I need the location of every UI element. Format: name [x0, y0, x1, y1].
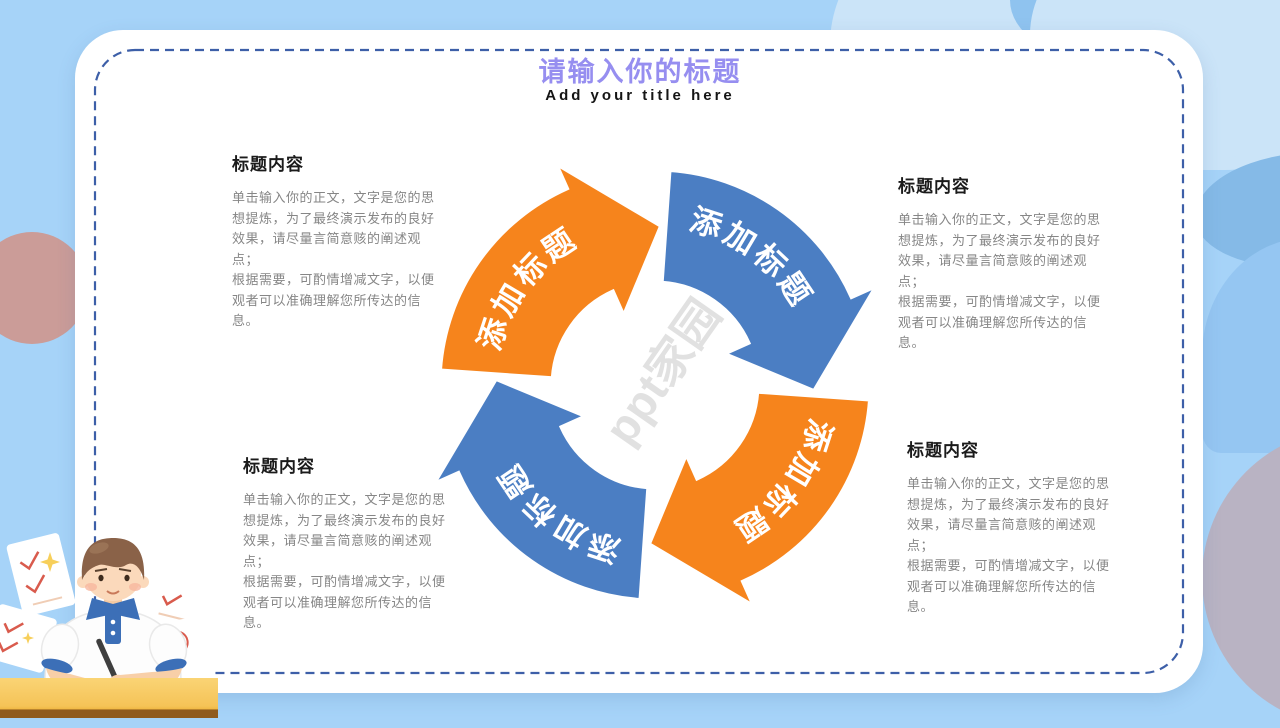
content-block-top-right: 标题内容 单击输入你的正文，文字是您的思 想提炼，为了最终演示发布的良好 效果，… — [898, 172, 1113, 354]
block-body: 单击输入你的正文，文字是您的思 想提炼，为了最终演示发布的良好 效果，请尽量言简… — [898, 212, 1101, 350]
pink-circle-decor — [0, 232, 88, 344]
desk — [0, 678, 218, 718]
sparkle-icon — [22, 632, 34, 644]
block-heading: 标题内容 — [232, 155, 304, 174]
block-body: 单击输入你的正文，文字是您的思 想提炼，为了最终演示发布的良好 效果，请尽量言简… — [907, 476, 1110, 614]
block-heading: 标题内容 — [243, 457, 315, 476]
block-heading: 标题内容 — [907, 441, 979, 460]
paper-icon — [0, 604, 57, 673]
slide-title-en: Add your title here — [545, 87, 735, 104]
block-body: 单击输入你的正文，文字是您的思 想提炼，为了最终演示发布的良好 效果，请尽量言简… — [232, 190, 435, 328]
cycle-arrow-diagram: 添加标题 添加标题 添加标题 添加标题 — [433, 163, 877, 607]
block-heading: 标题内容 — [898, 177, 970, 196]
block-body: 单击输入你的正文，文字是您的思 想提炼，为了最终演示发布的良好 效果，请尽量言简… — [243, 492, 446, 630]
paper-icon — [6, 533, 76, 617]
dashed-border — [93, 48, 1185, 675]
content-block-bottom-right: 标题内容 单击输入你的正文，文字是您的思 想提炼，为了最终演示发布的良好 效果，… — [907, 436, 1122, 618]
wave-shape-right-lower — [1202, 238, 1280, 453]
content-block-bottom-left: 标题内容 单击输入你的正文，文字是您的思 想提炼，为了最终演示发布的良好 效果，… — [243, 452, 458, 634]
slide-title-zh: 请输入你的标题 — [538, 57, 742, 87]
sparkle-icon — [40, 552, 60, 572]
content-block-top-left: 标题内容 单击输入你的正文，文字是您的思 想提炼，为了最终演示发布的良好 效果，… — [232, 150, 447, 332]
gray-circle-decor — [1202, 428, 1280, 728]
